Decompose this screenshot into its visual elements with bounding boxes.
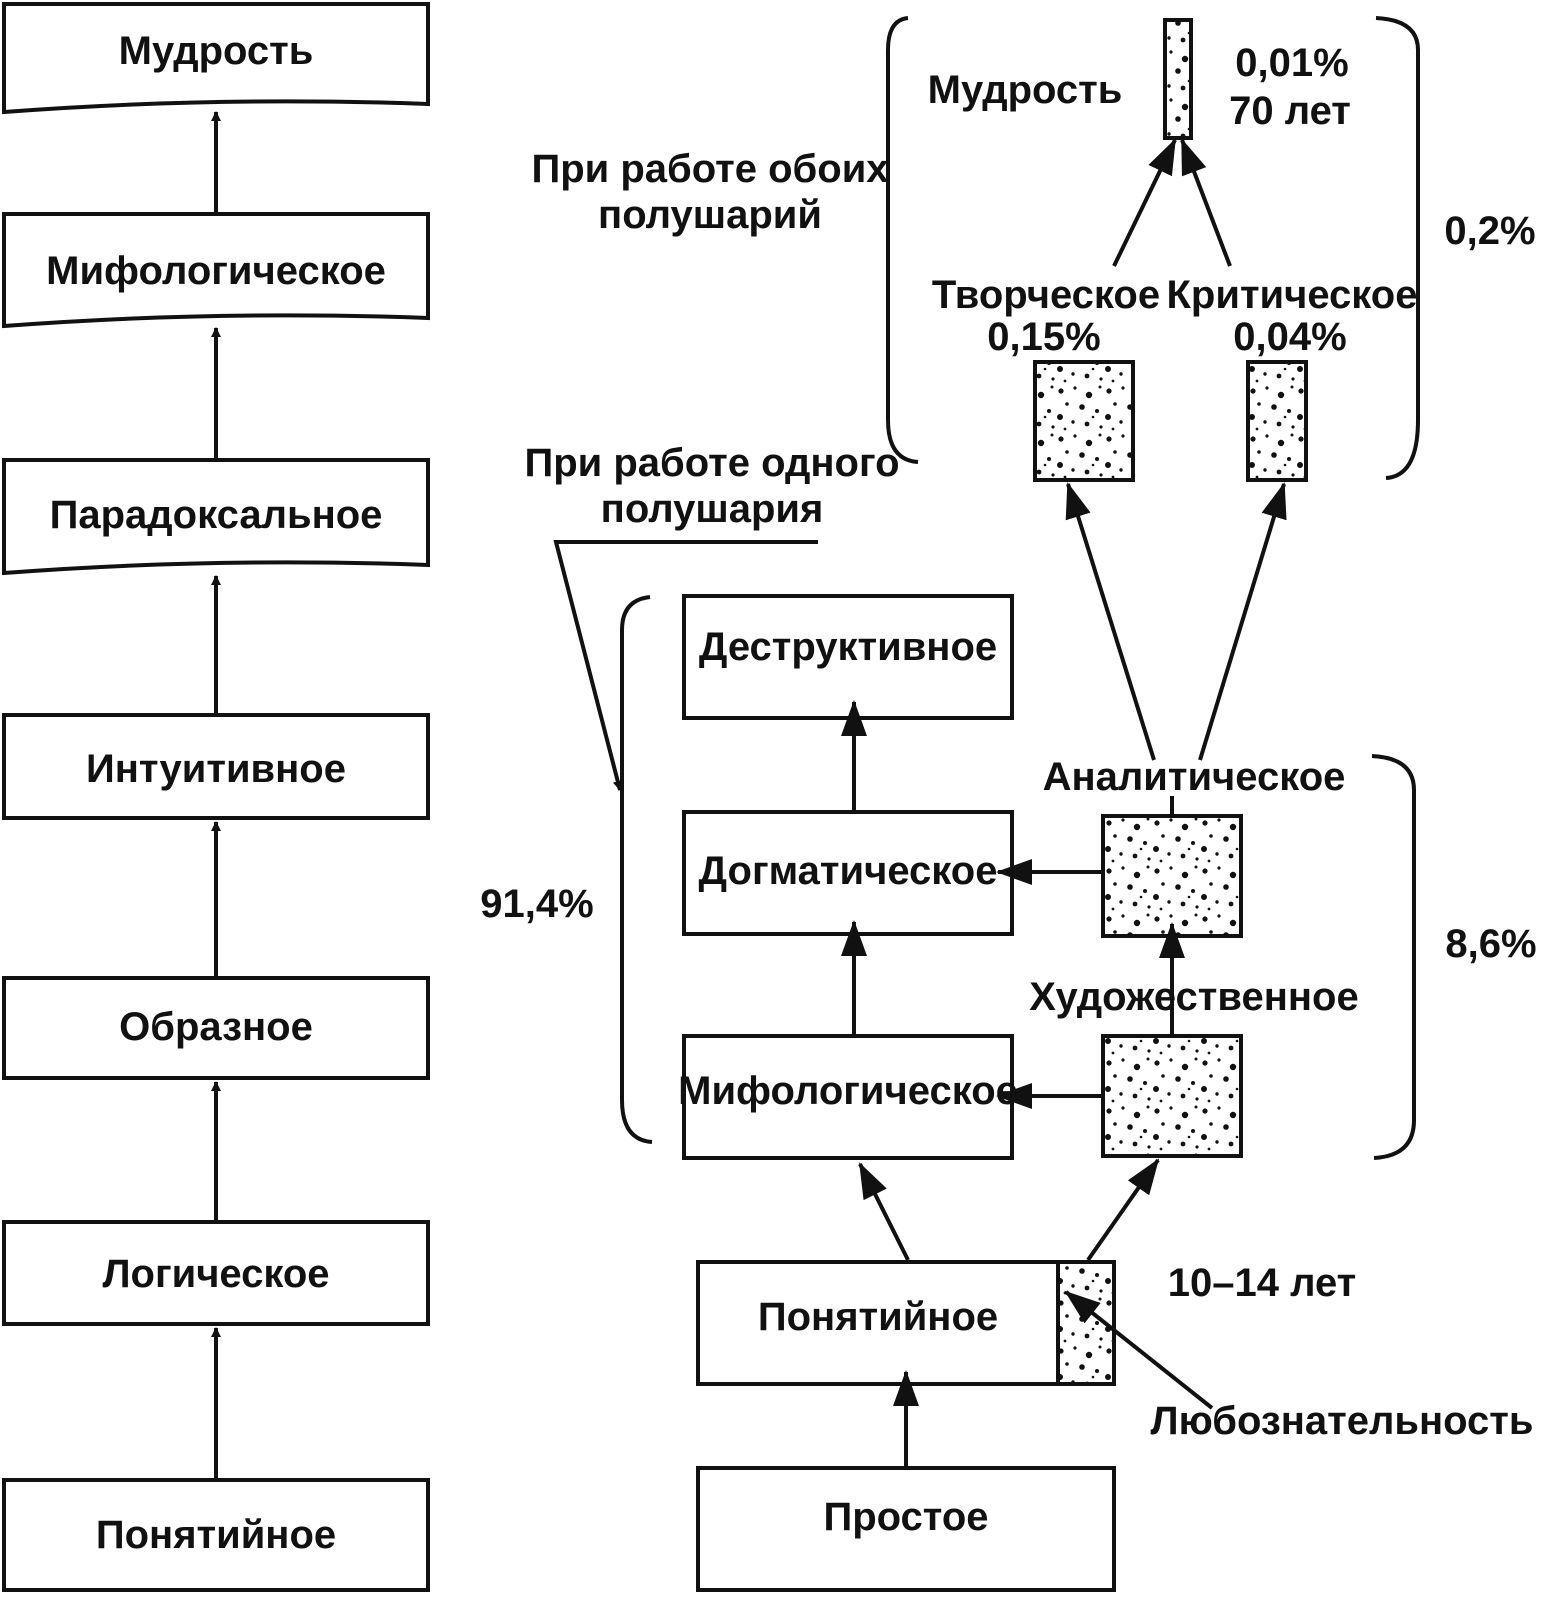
wisdom-age: 70 лет: [1229, 89, 1351, 133]
analytical-artistic-group: Аналитическое Художественное 8,6%: [996, 482, 1537, 1160]
one-hemisphere-chain: Деструктивное Догматическое Мифологическ…: [678, 594, 1018, 1160]
brace-8-6: [1371, 754, 1416, 1160]
creative-percent: 0,15%: [987, 315, 1100, 359]
left-box-conceptual: [2, 1478, 430, 1592]
label-dogmatic: Догматическое: [699, 849, 998, 893]
left-box-wisdom: [2, 2, 430, 115]
age-range: 10–14 лет: [1168, 1261, 1357, 1305]
arrow-conceptual-to-artistic: [1086, 1158, 1160, 1262]
box-simple: [696, 1466, 1116, 1592]
bar-critical: [1246, 360, 1308, 482]
wisdom-percent: 0,01%: [1235, 41, 1348, 85]
bar-wisdom: [1163, 18, 1193, 140]
left-box-mythological: [2, 212, 430, 329]
left-chain: Мудрость Мифологическое Парадоксальное И…: [2, 2, 430, 1592]
one-hemisphere-line-1: При работе одного: [524, 441, 899, 485]
arrow-analytical-to-critical: [1198, 482, 1287, 761]
bar-artistic: [1101, 1034, 1243, 1158]
one-hemisphere-leader: [553, 540, 818, 791]
label-creative: Творческое: [932, 273, 1160, 317]
critical-percent: 0,04%: [1233, 315, 1346, 359]
left-label-intuitive: Интуитивное: [86, 747, 346, 791]
box-conceptual: [696, 1260, 1116, 1386]
group-percent: 8,6%: [1445, 922, 1536, 966]
arrow-curiosity-label: [1064, 1290, 1214, 1410]
bar-analytical: [1101, 814, 1243, 938]
arrow-critical-to-wisdom: [1180, 138, 1232, 267]
label-wisdom: Мудрость: [928, 68, 1123, 112]
label-artistic: Художественное: [1029, 975, 1358, 1019]
box-destructive: [682, 594, 1014, 720]
bar-creative: [1033, 360, 1135, 482]
left-label-wisdom: Мудрость: [119, 29, 314, 73]
label-curiosity: Любознательность: [1151, 1399, 1534, 1443]
one-hemisphere-callout: При работе одного полушария: [524, 441, 900, 791]
both-hemispheres-group: Мудрость 0,01% 70 лет При работе обоих п…: [531, 16, 1536, 482]
left-box-imaginative: [2, 976, 430, 1080]
left-label-logical: Логическое: [102, 1252, 329, 1296]
one-hemisphere-line-2: полушария: [601, 487, 824, 531]
label-mythological: Мифологическое: [678, 1069, 1018, 1113]
left-label-conceptual: Понятийное: [96, 1513, 336, 1557]
bottom-right-chain: Понятийное 10–14 лет Любознательность Пр…: [696, 1158, 1534, 1592]
left-label-paradoxical: Парадоксальное: [50, 493, 383, 537]
one-percent: 91,4%: [480, 882, 593, 926]
brace-both-left: [886, 16, 919, 464]
label-destructive: Деструктивное: [699, 625, 997, 669]
label-analytical: Аналитическое: [1043, 755, 1346, 799]
left-box-logical: [2, 1220, 430, 1326]
left-label-imaginative: Образное: [119, 1005, 313, 1049]
both-hemispheres-line-2: полушарий: [598, 193, 822, 237]
left-box-paradoxical: [2, 458, 430, 576]
both-percent: 0,2%: [1444, 209, 1535, 253]
left-box-intuitive: [2, 713, 430, 820]
label-critical: Критическое: [1167, 273, 1418, 317]
arrow-creative-to-wisdom: [1112, 138, 1177, 267]
arrow-analytical-to-creative: [1065, 482, 1156, 761]
brace-one-hemisphere: [620, 595, 653, 1144]
arrow-conceptual-to-myth: [858, 1162, 910, 1261]
brace-both-right: [1375, 16, 1420, 480]
label-simple: Простое: [823, 1495, 988, 1539]
both-hemispheres-line-1: При работе обоих: [531, 147, 888, 191]
label-conceptual: Понятийное: [758, 1295, 998, 1339]
left-label-mythological: Мифологическое: [46, 249, 386, 293]
